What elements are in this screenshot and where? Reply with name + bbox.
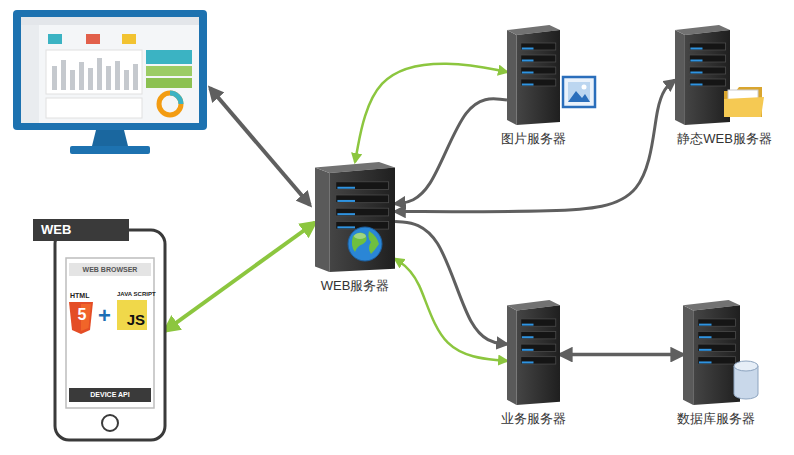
connector-arrow bbox=[395, 99, 507, 204]
picture-icon bbox=[563, 77, 595, 107]
phone-outline bbox=[55, 230, 165, 440]
server-box: 图片服务器 bbox=[507, 25, 560, 125]
database-icon bbox=[734, 361, 758, 399]
server-box: 静态WEB服务器 bbox=[675, 25, 730, 125]
server-box: 数据库服务器 bbox=[683, 300, 740, 405]
server-label: 图片服务器 bbox=[501, 130, 566, 148]
tab-title: WEB bbox=[33, 219, 129, 241]
server-label: 数据库服务器 bbox=[677, 410, 755, 428]
server-label: 业务服务器 bbox=[501, 410, 566, 428]
folder-icon bbox=[724, 87, 764, 117]
server-icon bbox=[675, 25, 730, 125]
server-box: WEB服务器 bbox=[315, 162, 395, 272]
mobile-device: WEBWEB BROWSERHTML5+JAVA SCRIPTJSDEVICE … bbox=[55, 230, 165, 440]
connector-arrow bbox=[355, 64, 507, 162]
server-icon bbox=[507, 300, 560, 405]
js-logo: JS bbox=[117, 300, 147, 330]
connector-arrow bbox=[560, 353, 683, 357]
server-icon bbox=[683, 300, 740, 405]
server-icon bbox=[507, 25, 560, 125]
server-box: 业务服务器 bbox=[507, 300, 560, 405]
globe-icon bbox=[348, 227, 382, 261]
html5-number: 5 bbox=[71, 306, 93, 324]
connector-arrow bbox=[395, 259, 507, 361]
monitor-icon bbox=[13, 10, 207, 154]
plus-sign: + bbox=[98, 303, 111, 329]
server-label: 静态WEB服务器 bbox=[677, 130, 772, 148]
connector-arrow bbox=[165, 223, 315, 331]
connector-arrow bbox=[395, 221, 507, 344]
javascript-label: JAVA SCRIPT bbox=[117, 291, 156, 297]
device-api-bar: DEVICE API bbox=[69, 388, 151, 402]
server-label: WEB服务器 bbox=[321, 277, 390, 295]
html-label: HTML bbox=[70, 292, 89, 299]
server-icon bbox=[315, 162, 395, 272]
browser-bar: WEB BROWSER bbox=[69, 263, 151, 276]
monitor-link bbox=[210, 88, 310, 205]
